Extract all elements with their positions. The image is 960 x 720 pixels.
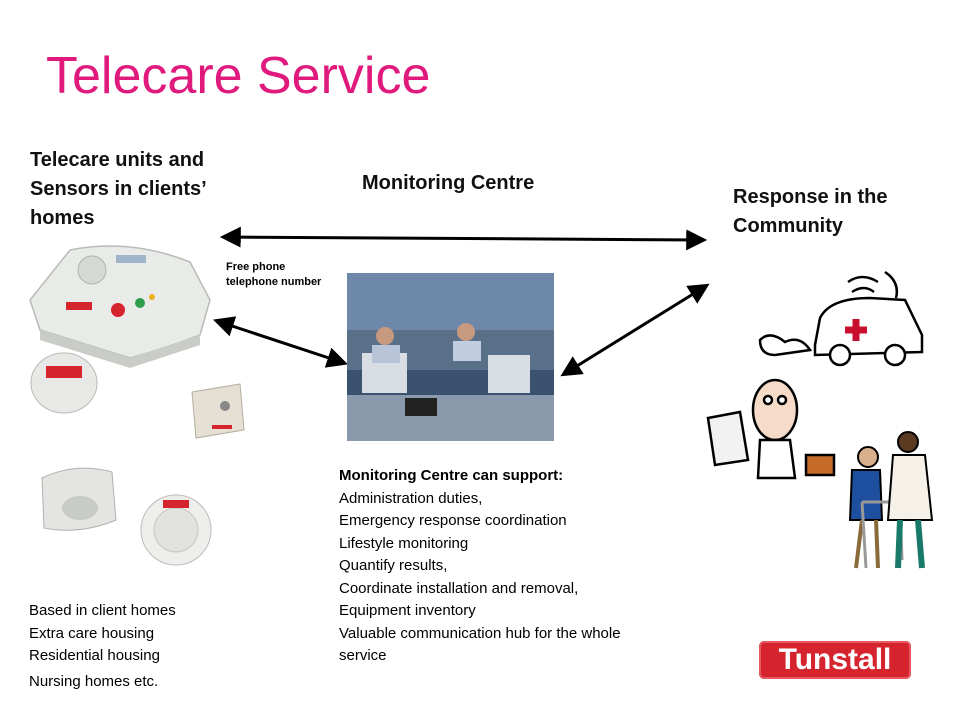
support-item: Lifestyle monitoring bbox=[339, 534, 469, 552]
support-item: Quantify results, bbox=[339, 557, 448, 574]
support-item: Valuable communication hub for the whole… bbox=[339, 624, 621, 665]
monitoring-centre-photo bbox=[347, 273, 554, 441]
support-item: Administration duties, bbox=[339, 489, 483, 507]
ambulance-clipart bbox=[758, 270, 924, 367]
pendant-image bbox=[30, 352, 98, 414]
tunstall-logo: Tunstall bbox=[759, 641, 911, 679]
wall-sensor-image bbox=[191, 383, 245, 439]
top-double-arrow bbox=[219, 226, 708, 251]
home-type-item: Nursing homes etc. bbox=[29, 672, 159, 690]
slide-title: Telecare Service bbox=[46, 47, 431, 105]
support-list: Monitoring Centre can support: Administr… bbox=[339, 465, 669, 668]
base-unit-image bbox=[29, 245, 211, 368]
right-double-arrow bbox=[560, 283, 710, 377]
home-type-item: Residential housing bbox=[29, 647, 160, 664]
free-phone-label: Free phone telephone number bbox=[226, 261, 322, 288]
home-types-list: Based in client homes Extra care housing… bbox=[29, 600, 249, 693]
support-item: Equipment inventory bbox=[339, 602, 476, 619]
carer-and-patient-clipart bbox=[848, 431, 934, 569]
home-type-item: Extra care housing bbox=[29, 624, 155, 642]
doctor-with-papers-clipart bbox=[706, 378, 836, 480]
community-response-heading: Response in the Community bbox=[733, 186, 888, 237]
units-sensors-heading: Telecare units and Sensors in clients’ h… bbox=[30, 149, 206, 229]
home-type-item: Based in client homes bbox=[29, 602, 176, 619]
motion-sensor-image bbox=[41, 467, 117, 531]
support-item: Coordinate installation and removal, bbox=[339, 579, 579, 597]
left-double-arrow bbox=[213, 316, 348, 368]
smoke-detector-image bbox=[140, 494, 212, 566]
monitoring-centre-heading: Monitoring Centre bbox=[362, 172, 535, 194]
support-heading: Monitoring Centre can support: bbox=[339, 467, 564, 484]
support-item: Emergency response coordination bbox=[339, 512, 567, 529]
